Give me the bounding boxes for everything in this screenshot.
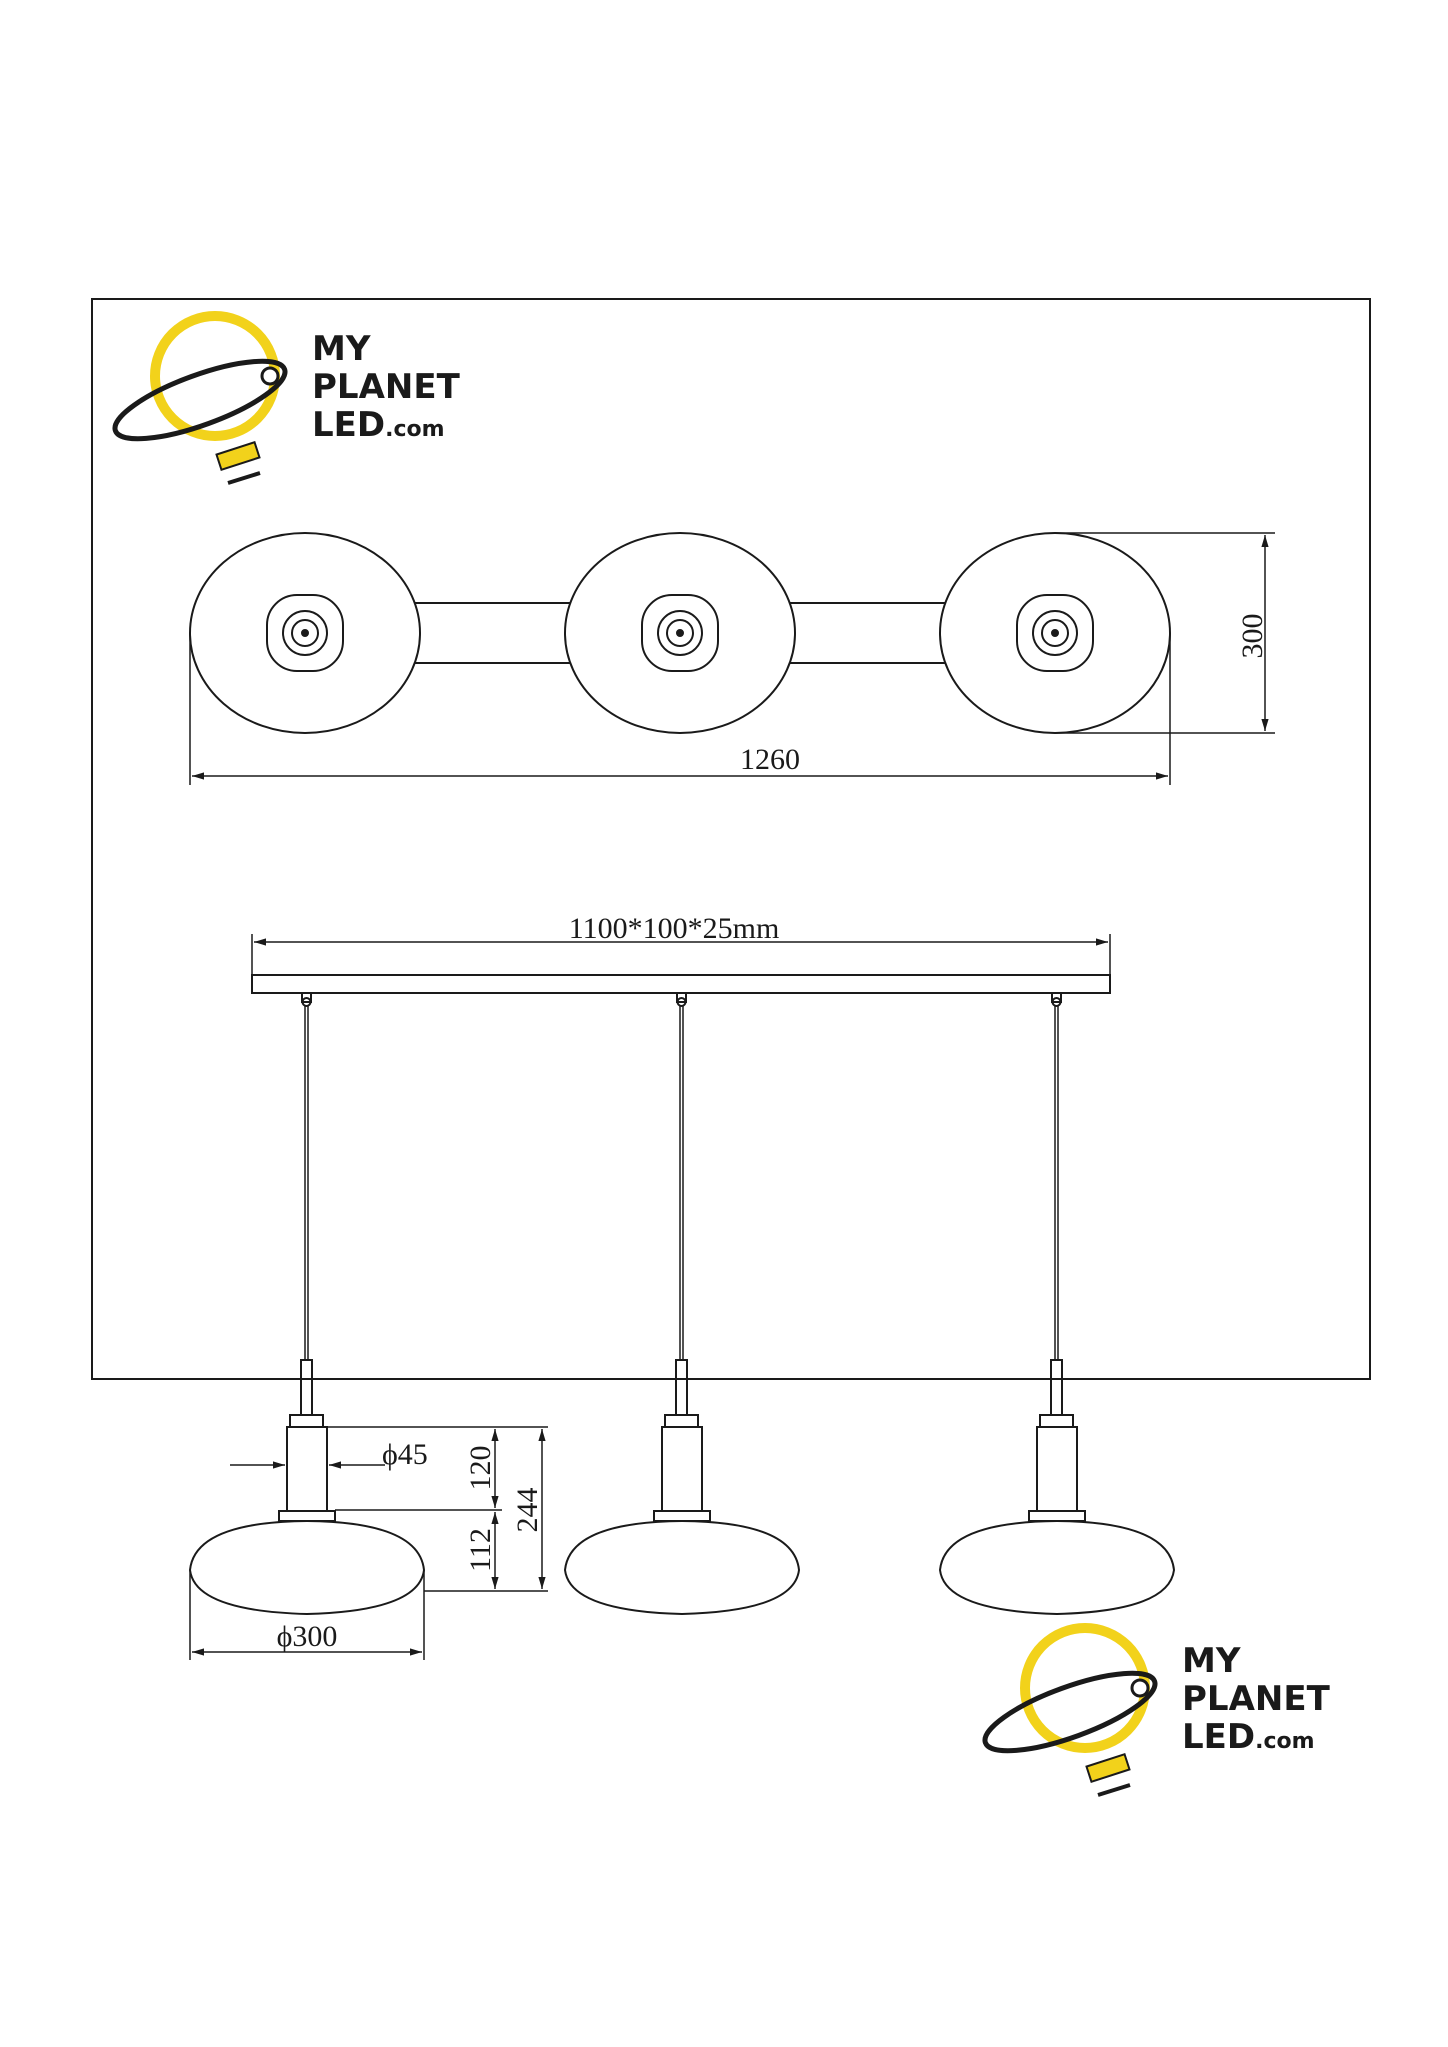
logo-line-my: MY bbox=[1182, 1641, 1241, 1681]
total-height-label: 244 bbox=[511, 1488, 544, 1533]
pendant-middle bbox=[563, 993, 801, 1616]
socket-diameter-label: ϕ45 bbox=[382, 1438, 428, 1471]
svg-text:LED.com: LED.com bbox=[312, 405, 445, 445]
top-view-shade-middle bbox=[564, 532, 796, 734]
top-view-shade-right bbox=[939, 532, 1171, 734]
logo-line-planet: PLANET bbox=[1182, 1679, 1331, 1719]
planet-bulb-icon bbox=[112, 311, 288, 485]
drawing-frame bbox=[91, 298, 1371, 1380]
shade-diameter-label: ϕ300 bbox=[277, 1620, 338, 1653]
logo-line-led: LED bbox=[1182, 1717, 1255, 1757]
shade-height-label: 112 bbox=[464, 1528, 497, 1572]
socket-height-label: 120 bbox=[464, 1446, 497, 1491]
pendant-left bbox=[188, 993, 426, 1616]
brand-logo-top: MY PLANET LED.com bbox=[112, 311, 461, 485]
logo-suffix: .com bbox=[1255, 1729, 1314, 1754]
top-view-width-label: 1260 bbox=[740, 743, 800, 776]
logo-line-my: MY bbox=[312, 329, 371, 369]
planet-bulb-icon bbox=[982, 1623, 1158, 1797]
svg-text:LED.com: LED.com bbox=[1182, 1717, 1315, 1757]
logo-line-led: LED bbox=[312, 405, 385, 445]
top-view bbox=[189, 532, 1275, 785]
top-view-height-label: 300 bbox=[1236, 614, 1269, 659]
rail-size-label: 1100*100*25mm bbox=[569, 912, 780, 945]
top-view-shade-left bbox=[189, 532, 421, 734]
brand-logo-bottom: MY PLANET LED.com bbox=[982, 1623, 1331, 1797]
logo-line-planet: PLANET bbox=[312, 367, 461, 407]
logo-suffix: .com bbox=[385, 417, 444, 442]
ceiling-rail bbox=[251, 974, 1111, 994]
side-view bbox=[188, 934, 1176, 1660]
pendant-right bbox=[938, 993, 1176, 1616]
